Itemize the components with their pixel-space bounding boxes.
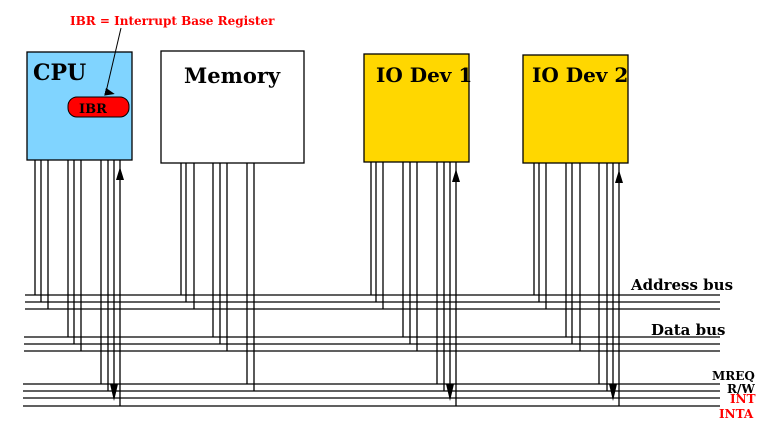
mreq-label: MREQ [712, 369, 755, 383]
int-arrow-icon [110, 384, 118, 401]
address-bus-label: Address bus [630, 276, 733, 294]
io-dev-1-label: IO Dev 1 [376, 63, 472, 87]
cpu-label: CPU [33, 60, 86, 86]
io-dev-2-box [522, 54, 629, 164]
signal-arrows [110, 167, 623, 401]
bus-lines [23, 294, 720, 407]
ibr-annotation: IBR = Interrupt Base Register [70, 14, 275, 28]
io-dev-2-label: IO Dev 2 [532, 63, 628, 87]
rw-label: R/W [727, 382, 755, 396]
ibr-label: IBR [79, 102, 107, 117]
int-label: INT [730, 392, 756, 406]
inta-arrow-icon [116, 167, 124, 180]
inta-arrow-icon [615, 170, 623, 183]
io-dev-1-box [363, 53, 470, 163]
memory-box [160, 50, 305, 164]
data-bus-label: Data bus [651, 321, 725, 339]
int-arrow-icon [609, 384, 617, 401]
int-arrow-icon [446, 384, 454, 401]
connector-lines [34, 160, 620, 406]
inta-label: INTA [719, 407, 754, 421]
ibr-register [67, 96, 130, 118]
memory-label: Memory [184, 63, 281, 88]
inta-arrow-icon [452, 169, 460, 182]
annotation-arrow [104, 27, 122, 96]
